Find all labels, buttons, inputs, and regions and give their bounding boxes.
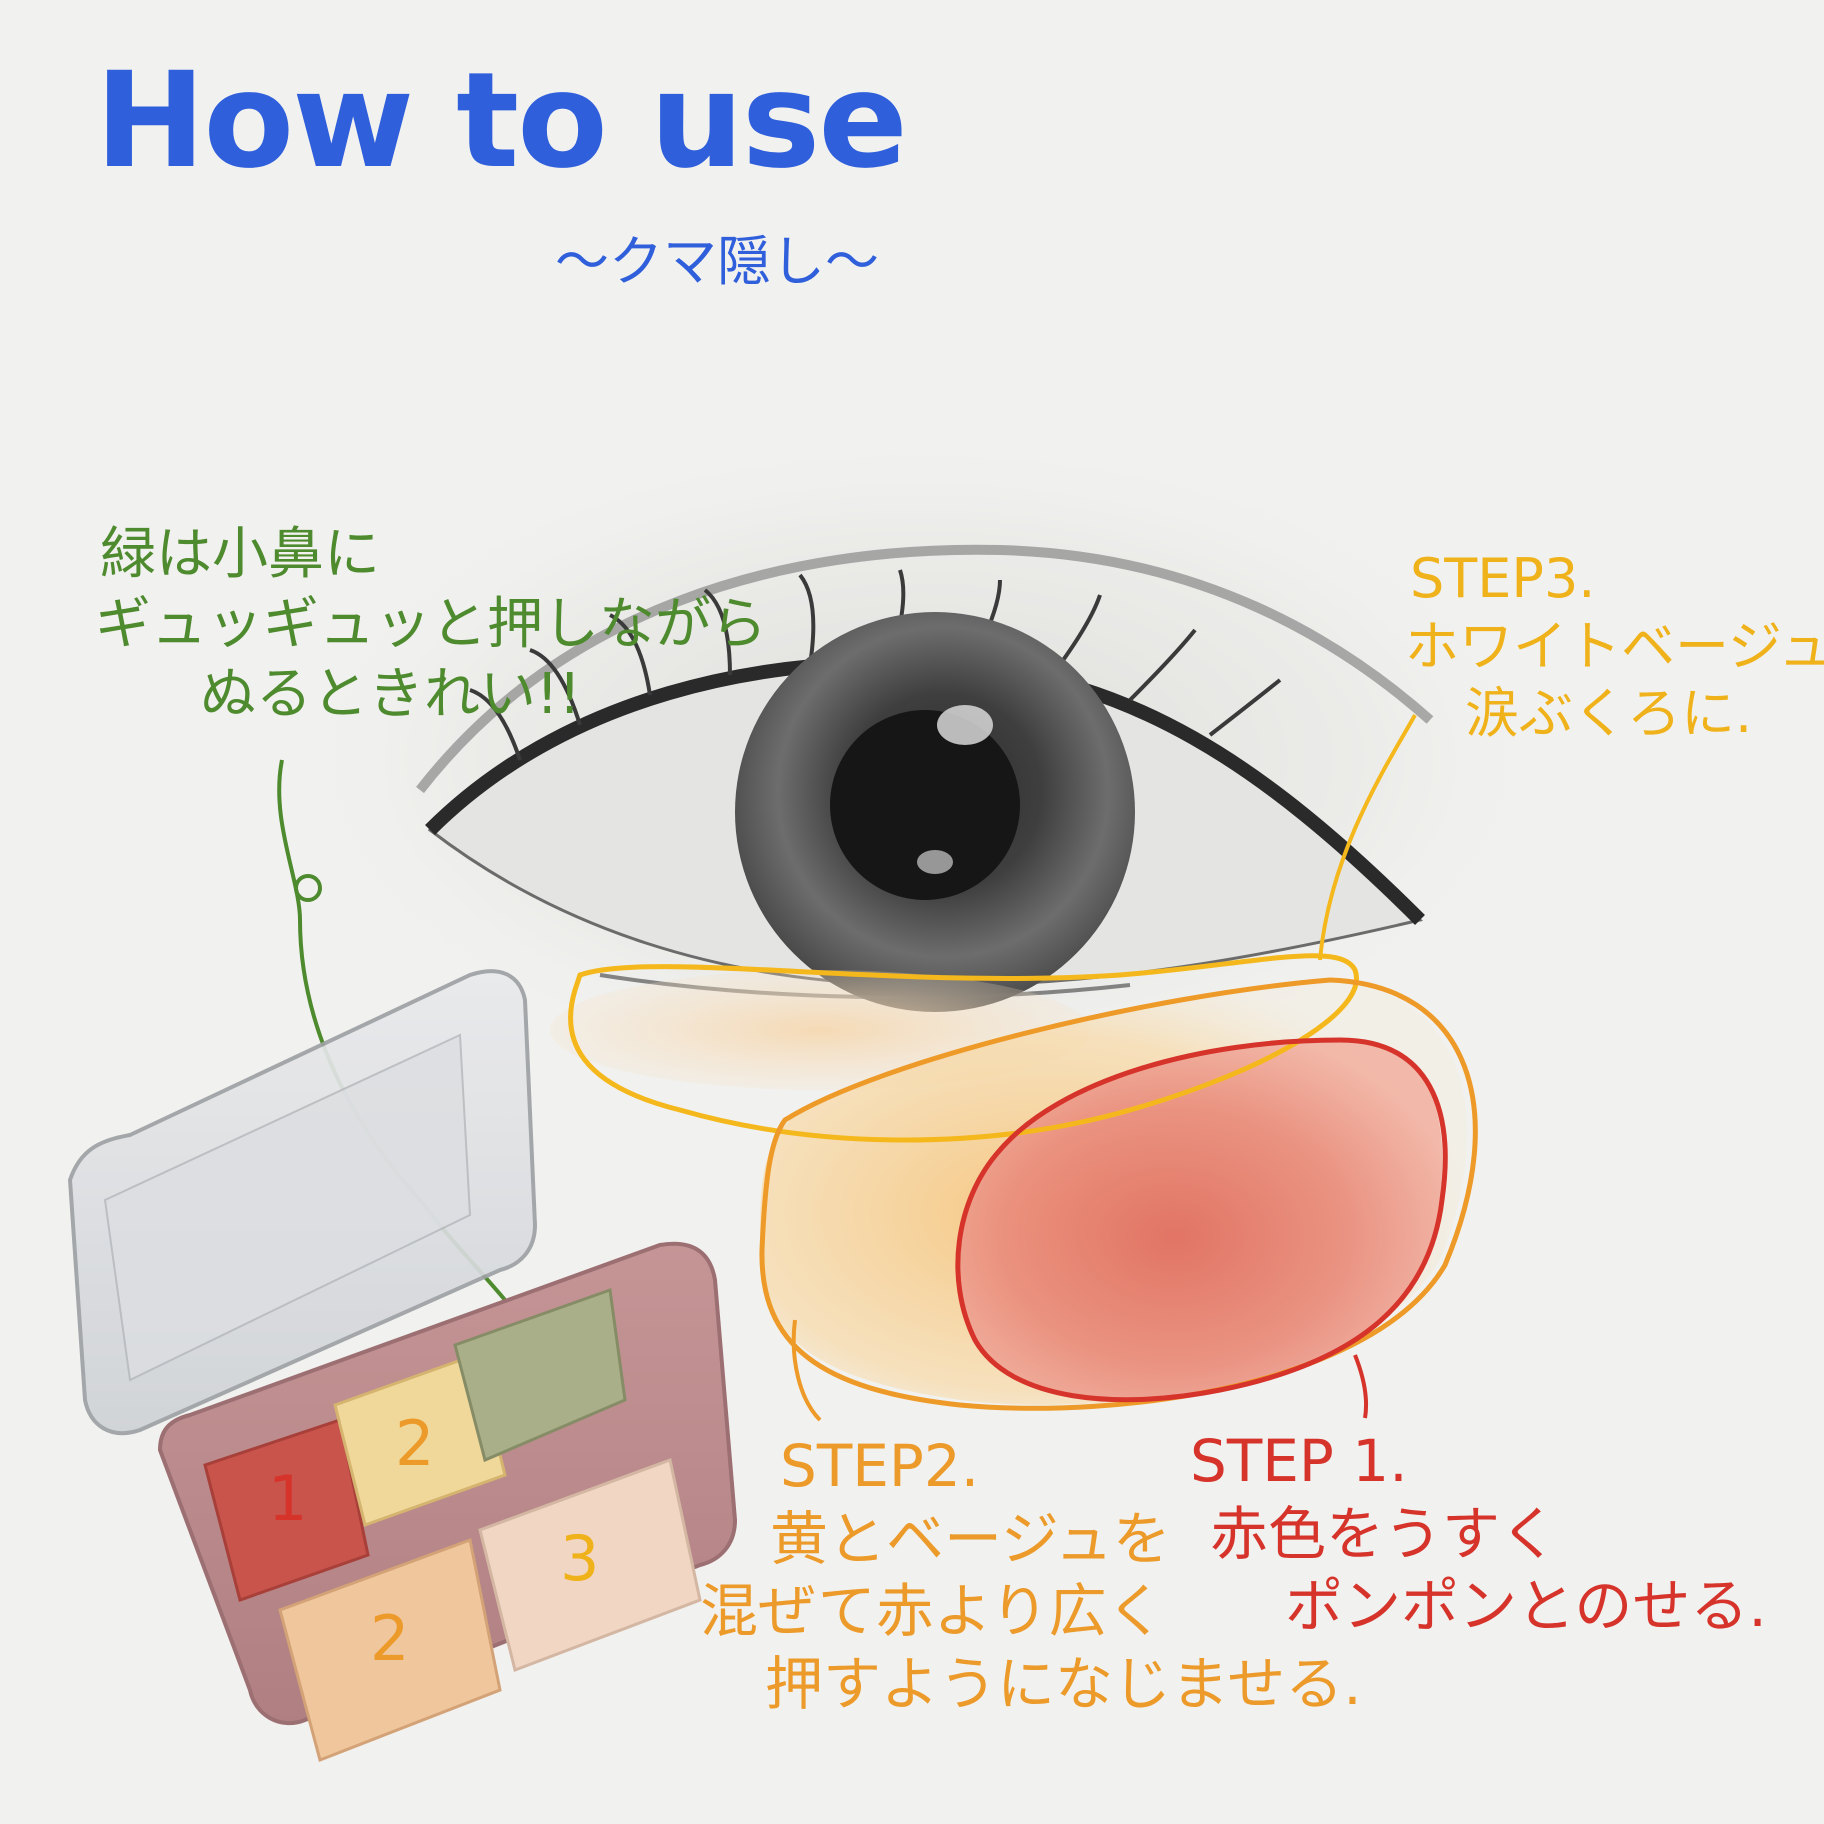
green-note: 緑は小鼻に ギュッギュッと押しながら ぬるときれい!!: [95, 520, 767, 730]
concealer-palette: [67, 969, 738, 1763]
green-note-line-3: ぬるときれい!!: [200, 662, 581, 727]
step1-note: STEP 1. 赤色をうすく ポンポンとのせる.: [1190, 1425, 1767, 1643]
eye-highlight: [937, 705, 993, 745]
pan-3: [478, 1457, 702, 1672]
step2-line-3: 押すようになじませる.: [765, 1649, 1362, 1718]
step2-line-1: 黄とベージュを: [770, 1504, 1171, 1573]
step1-pointer-line: [1353, 1354, 1369, 1419]
green-note-line-1: 緑は小鼻に: [100, 522, 380, 587]
step2-heading: STEP2.: [780, 1432, 980, 1500]
palette-lid-inner: [103, 1033, 472, 1382]
upper-eyelid-crease: [416, 544, 1434, 794]
step3-line-1: ホワイトベージュを: [1405, 614, 1824, 678]
step3-line-2: 涙ぶくろに.: [1465, 682, 1753, 745]
green-note-line-2: ギュッギュッと押しながら: [95, 592, 767, 657]
step1-line-2: ポンポンとのせる.: [1285, 1572, 1767, 1640]
step2-pointer-line: [791, 1319, 822, 1422]
step2-outline: [759, 977, 1478, 1411]
eye-highlight-small: [917, 850, 953, 874]
page-title: How to use: [95, 44, 908, 198]
step1-heading: STEP 1.: [1190, 1427, 1408, 1495]
pan-2-top-number: 2: [395, 1407, 435, 1480]
step3-heading: STEP3.: [1410, 547, 1596, 610]
step3-outline: [568, 953, 1359, 1143]
green-pointer-loop: [294, 874, 322, 902]
step1-line-1: 赤色をうすく: [1210, 1499, 1559, 1568]
step3-pointer-line: [1318, 714, 1417, 961]
pan-3-number: 3: [560, 1522, 600, 1595]
pupil: [830, 710, 1020, 900]
pan-green: [453, 1287, 627, 1463]
pan-1-number: 1: [268, 1462, 308, 1535]
step2-line-2: 混ぜて赤より広く: [700, 1577, 1165, 1645]
pan-2-bottom: [278, 1537, 502, 1763]
pan-1: [203, 1418, 370, 1602]
pan-2-bottom-number: 2: [370, 1602, 410, 1675]
step2-note: STEP2. 黄とベージュを 混ぜて赤より広く 押すようになじませる.: [700, 1430, 1362, 1720]
step1-area-fill: [957, 1040, 1443, 1400]
step3-note: STEP3. ホワイトベージュを 涙ぶくろに.: [1405, 545, 1824, 748]
step1-outline: [955, 1037, 1448, 1403]
pan-2-top: [333, 1353, 507, 1527]
page-subtitle: 〜クマ隠し〜: [555, 230, 879, 293]
